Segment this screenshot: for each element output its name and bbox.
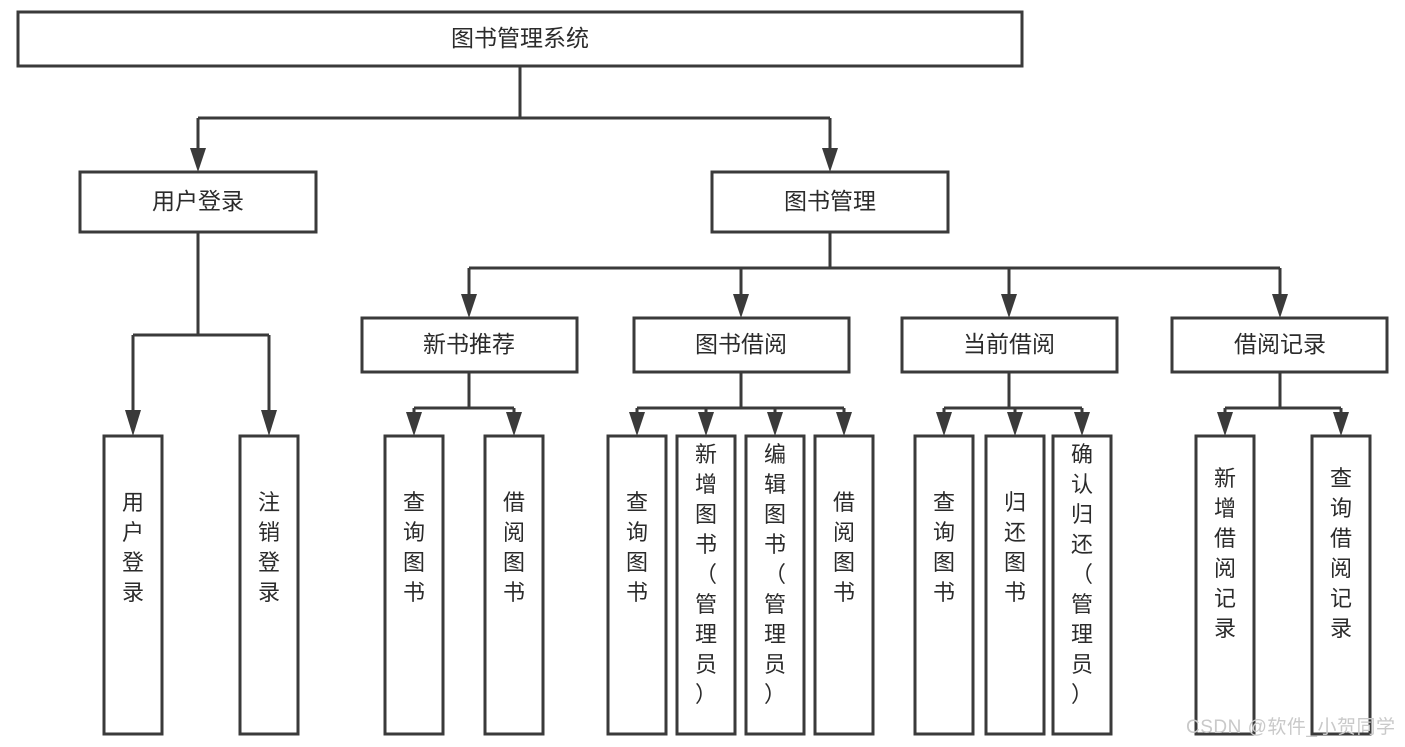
node-leaf-add-borrow-record[interactable]: 新增借阅记录 — [1194, 434, 1256, 736]
node-leaf-query-borrow-record[interactable]: 查询借阅记录 — [1310, 434, 1372, 736]
connector-group-book-manage — [461, 232, 1288, 318]
connector-group-root — [190, 66, 838, 172]
arrowhead-current-borrow — [1001, 294, 1017, 318]
node-leaf-user-logout[interactable]: 注销登录 — [238, 434, 300, 736]
arrowhead-leaf-query-book-rec — [406, 412, 422, 436]
arrowhead-leaf-user-login — [125, 410, 141, 436]
arrowhead-leaf-confirm-return-admin — [1074, 412, 1090, 436]
arrowhead-leaf-user-logout — [261, 410, 277, 436]
connector-group-borrow-record — [1217, 372, 1349, 436]
node-leaf-query-borrow-record-label: 查询借阅记录 — [1330, 466, 1352, 641]
connector-group-new-book-recommend — [406, 372, 522, 436]
node-leaf-borrow-book-rec[interactable]: 借阅图书 — [483, 434, 545, 736]
node-root[interactable]: 图书管理系统 — [16, 10, 1024, 68]
arrowhead-leaf-return-book — [1007, 412, 1023, 436]
node-leaf-borrow-book-rec-label: 借阅图书 — [503, 490, 525, 605]
node-book-borrow-label: 图书借阅 — [695, 331, 787, 357]
node-current-borrow[interactable]: 当前借阅 — [900, 316, 1119, 374]
node-leaf-query-book-borrow[interactable]: 查询图书 — [606, 434, 668, 736]
arrowhead-leaf-add-borrow-record — [1217, 412, 1233, 436]
arrowhead-new-book-recommend — [461, 294, 477, 318]
node-leaf-return-book-label: 归还图书 — [1004, 490, 1026, 605]
arrowhead-user-login — [190, 148, 206, 172]
node-book-borrow[interactable]: 图书借阅 — [632, 316, 851, 374]
node-leaf-borrow-book-label: 借阅图书 — [833, 490, 855, 605]
arrowhead-leaf-query-book-borrow — [629, 412, 645, 436]
connector-group-user-login — [125, 232, 277, 436]
arrowhead-leaf-query-borrow-record — [1333, 412, 1349, 436]
arrowhead-book-manage — [822, 148, 838, 172]
arrowhead-leaf-borrow-book — [836, 412, 852, 436]
node-leaf-user-login[interactable]: 用户登录 — [102, 434, 164, 736]
connector-group-book-borrow — [629, 372, 852, 436]
node-leaf-borrow-book[interactable]: 借阅图书 — [813, 434, 875, 736]
node-user-login-label: 用户登录 — [152, 188, 244, 214]
node-leaf-confirm-return-admin[interactable]: 确认归还（管理员） — [1051, 434, 1113, 736]
node-new-book-recommend[interactable]: 新书推荐 — [360, 316, 579, 374]
node-borrow-record-label: 借阅记录 — [1234, 331, 1326, 357]
node-leaf-add-borrow-record-label: 新增借阅记录 — [1214, 466, 1236, 641]
node-leaf-query-book-borrow-label: 查询图书 — [626, 490, 648, 605]
arrowhead-leaf-add-book-admin — [698, 412, 714, 436]
node-book-manage-label: 图书管理 — [784, 188, 876, 214]
node-leaf-add-book-admin[interactable]: 新增图书（管理员） — [675, 434, 737, 736]
arrowhead-leaf-borrow-book-rec — [506, 412, 522, 436]
node-book-manage[interactable]: 图书管理 — [710, 170, 950, 234]
arrowhead-leaf-edit-book-admin — [767, 412, 783, 436]
arrowhead-leaf-query-book-cur — [936, 412, 952, 436]
node-leaf-add-book-admin-label: 新增图书（管理员） — [695, 442, 717, 707]
node-leaf-query-book-rec-label: 查询图书 — [403, 490, 425, 605]
arrowhead-book-borrow — [733, 294, 749, 318]
node-leaf-user-login-label: 用户登录 — [122, 490, 144, 605]
node-leaf-edit-book-admin-label: 编辑图书（管理员） — [764, 442, 786, 707]
node-leaf-query-book-cur[interactable]: 查询图书 — [913, 434, 975, 736]
node-leaf-edit-book-admin[interactable]: 编辑图书（管理员） — [744, 434, 806, 736]
node-root-label: 图书管理系统 — [451, 25, 589, 51]
connector-group-current-borrow — [936, 372, 1090, 436]
csdn-watermark: CSDN @软件_小贺同学 — [1186, 717, 1396, 738]
node-leaf-return-book[interactable]: 归还图书 — [984, 434, 1046, 736]
node-leaf-query-book-rec[interactable]: 查询图书 — [383, 434, 445, 736]
node-user-login[interactable]: 用户登录 — [78, 170, 318, 234]
node-new-book-recommend-label: 新书推荐 — [423, 331, 515, 357]
node-borrow-record[interactable]: 借阅记录 — [1170, 316, 1389, 374]
arrowhead-borrow-record — [1272, 294, 1288, 318]
node-leaf-user-logout-label: 注销登录 — [258, 490, 280, 605]
node-current-borrow-label: 当前借阅 — [963, 331, 1055, 357]
node-leaf-confirm-return-admin-label: 确认归还（管理员） — [1071, 442, 1093, 707]
node-leaf-query-book-cur-label: 查询图书 — [933, 490, 955, 605]
